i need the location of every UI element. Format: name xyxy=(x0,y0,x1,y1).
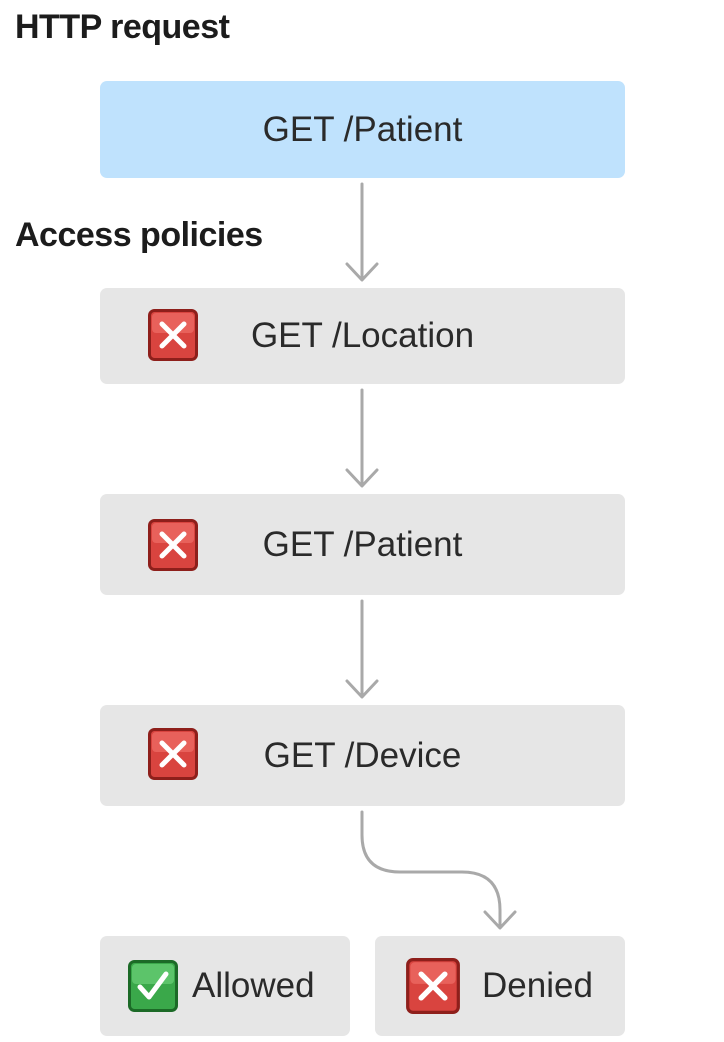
policy-label: GET /Device xyxy=(263,735,462,775)
arrow-patient-to-device xyxy=(345,599,379,699)
check-mark-icon xyxy=(128,960,178,1012)
policy-box-device: GET /Device xyxy=(100,705,625,806)
http-request-heading: HTTP request xyxy=(15,8,230,46)
outcome-allowed-box: Allowed xyxy=(100,936,350,1036)
request-label: GET /Patient xyxy=(262,109,463,149)
outcome-denied-box: Denied xyxy=(375,936,625,1036)
policy-box-location: GET /Location xyxy=(100,288,625,384)
access-policies-heading: Access policies xyxy=(15,216,263,254)
outcome-allowed-label: Allowed xyxy=(192,966,315,1005)
policy-label: GET /Location xyxy=(250,316,475,355)
arrow-location-to-patient xyxy=(345,388,379,488)
request-box: GET /Patient xyxy=(100,81,625,178)
cross-mark-icon xyxy=(406,958,460,1014)
cross-mark-icon xyxy=(148,309,198,361)
outcome-denied-label: Denied xyxy=(482,966,593,1005)
policy-box-patient: GET /Patient xyxy=(100,494,625,595)
cross-mark-icon xyxy=(148,519,198,571)
policy-label: GET /Patient xyxy=(262,524,463,564)
arrow-device-to-denied xyxy=(360,810,517,930)
cross-mark-icon xyxy=(148,728,198,780)
arrow-request-to-location xyxy=(345,182,379,282)
